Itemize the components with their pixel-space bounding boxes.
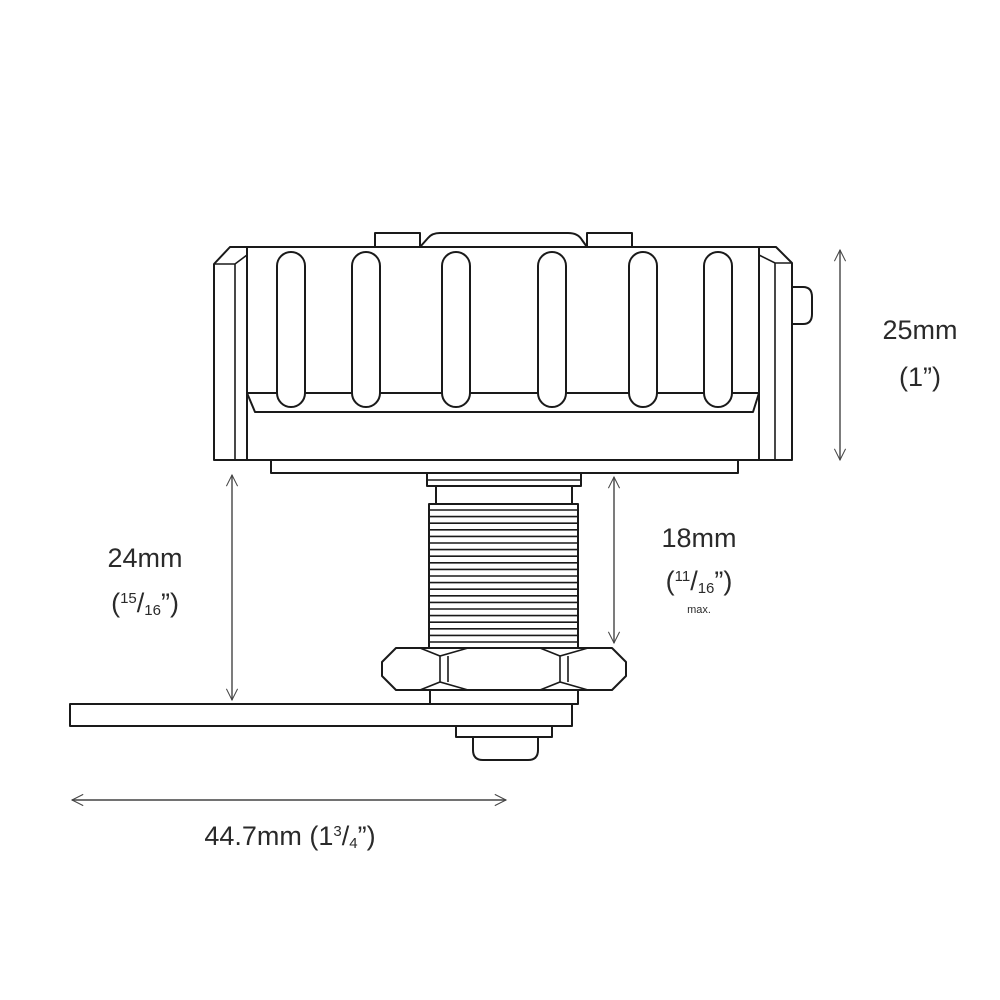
label-11-16-inch: (11/16”) (665, 566, 733, 597)
knob-top-tabs (374, 232, 633, 248)
cam-arm (69, 703, 573, 727)
knob-band (246, 392, 760, 413)
label-15-16-inch: (15/16”) (111, 588, 179, 619)
label-25mm: 25mm (882, 315, 958, 345)
washer (429, 689, 579, 705)
hex-nut (381, 647, 627, 691)
label-44-7mm: 44.7mm (13/4”) (204, 821, 376, 852)
grip-slot (441, 251, 471, 408)
grip-slot (351, 251, 381, 408)
label-max: max. (687, 604, 711, 616)
label-24mm: 24mm (107, 543, 183, 573)
grip-slot (628, 251, 658, 408)
cam-screw-head (472, 736, 539, 761)
label-1-inch: (1”) (899, 362, 941, 392)
grip-slot (276, 251, 306, 408)
shaft-assembly (69, 459, 739, 761)
grip-slot (537, 251, 567, 408)
grip-slot (703, 251, 733, 408)
label-18mm: 18mm (661, 523, 737, 553)
knob-grip-slots (276, 251, 733, 408)
knob-body (213, 246, 813, 461)
side-tab (791, 286, 813, 325)
